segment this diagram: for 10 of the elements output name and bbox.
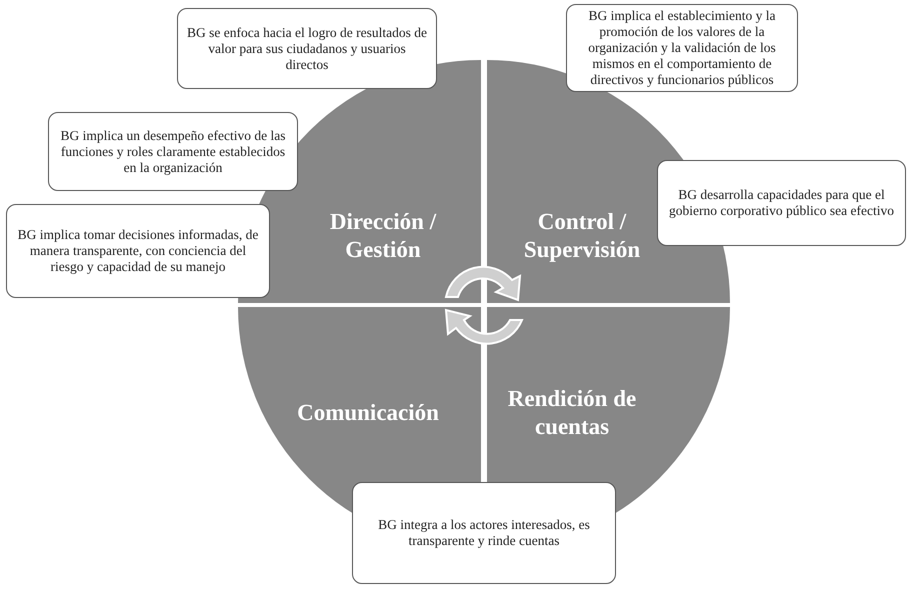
segment-title: Control / Supervisión — [522, 208, 642, 264]
segment-title: Comunicación — [296, 399, 440, 427]
callout-box: BG desarrolla capacidades para que el gobierno corporativo público sea efectivo — [657, 160, 906, 246]
segment-title: Rendición de cuentas — [506, 385, 638, 441]
segment-title: Dirección / Gestión — [328, 208, 438, 264]
callout-box: BG implica un desempeño efectivo de las funciones y roles claramente establecidos en la organización — [48, 112, 298, 191]
callout-box: BG implica tomar decisiones informadas, de manera transparente, con conciencia del riesgo y capacidad de su manejo — [6, 204, 270, 298]
callout-box: BG integra a los actores interesados, es transparente y rinde cuentas — [352, 482, 616, 584]
callout-box: BG implica el establecimiento y la promoción de los valores de la organización y la validación de los mismos en el comportamiento de directivos y funcionarios públicos — [566, 4, 798, 92]
callout-box: BG se enfoca hacia el logro de resultados de valor para sus ciudadanos y usuarios directos — [177, 8, 437, 89]
